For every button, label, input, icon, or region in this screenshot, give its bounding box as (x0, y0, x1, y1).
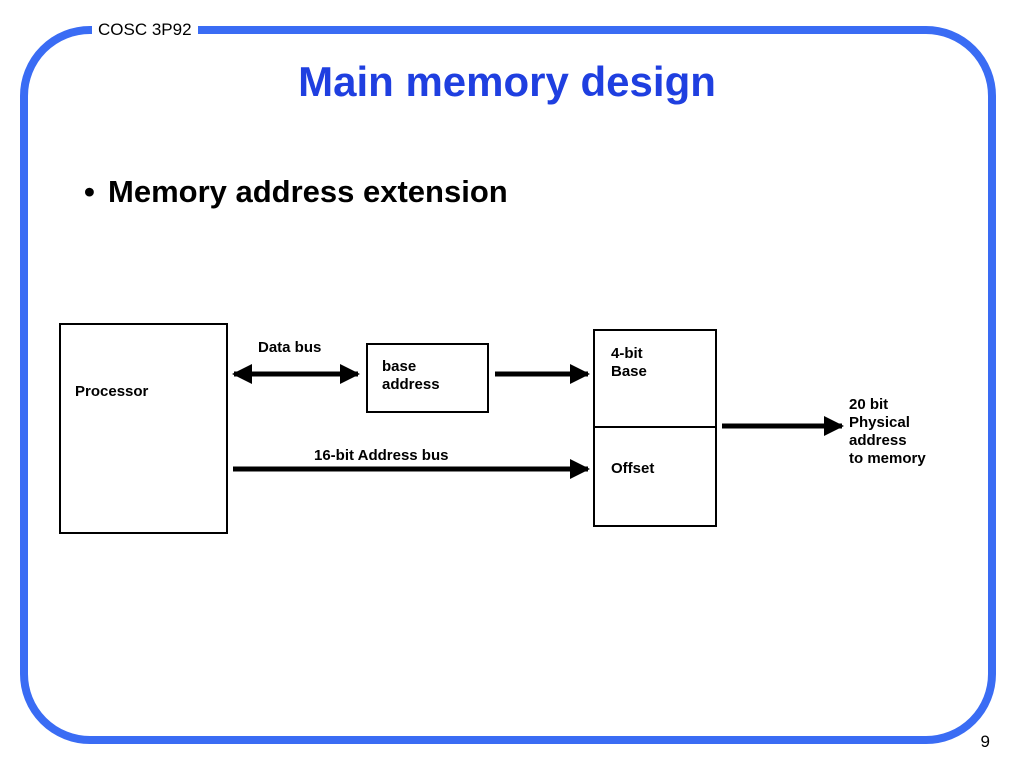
slide-title: Main memory design (298, 58, 716, 105)
base-address-box (366, 343, 489, 413)
processor-box (59, 323, 228, 534)
base-segment-box (593, 329, 717, 428)
bullet-item: • Memory address extension (84, 174, 508, 210)
slide-frame (20, 26, 996, 744)
processor-label: Processor (75, 383, 149, 400)
address-bus-label: 16-bit Address bus (314, 447, 449, 464)
offset-segment-box (593, 426, 717, 527)
offset-segment-label: Offset (611, 460, 655, 477)
page-number: 9 (980, 732, 990, 751)
base-address-label: base address (382, 358, 440, 393)
physical-address-label: 20 bit Physical address to memory (849, 396, 926, 467)
base-segment-label: 4-bit Base (611, 345, 647, 380)
bullet-dot: • (84, 174, 95, 209)
bullet-text: Memory address extension (108, 174, 508, 209)
data-bus-label: Data bus (258, 339, 322, 356)
course-tag: COSC 3P92 (92, 18, 198, 42)
